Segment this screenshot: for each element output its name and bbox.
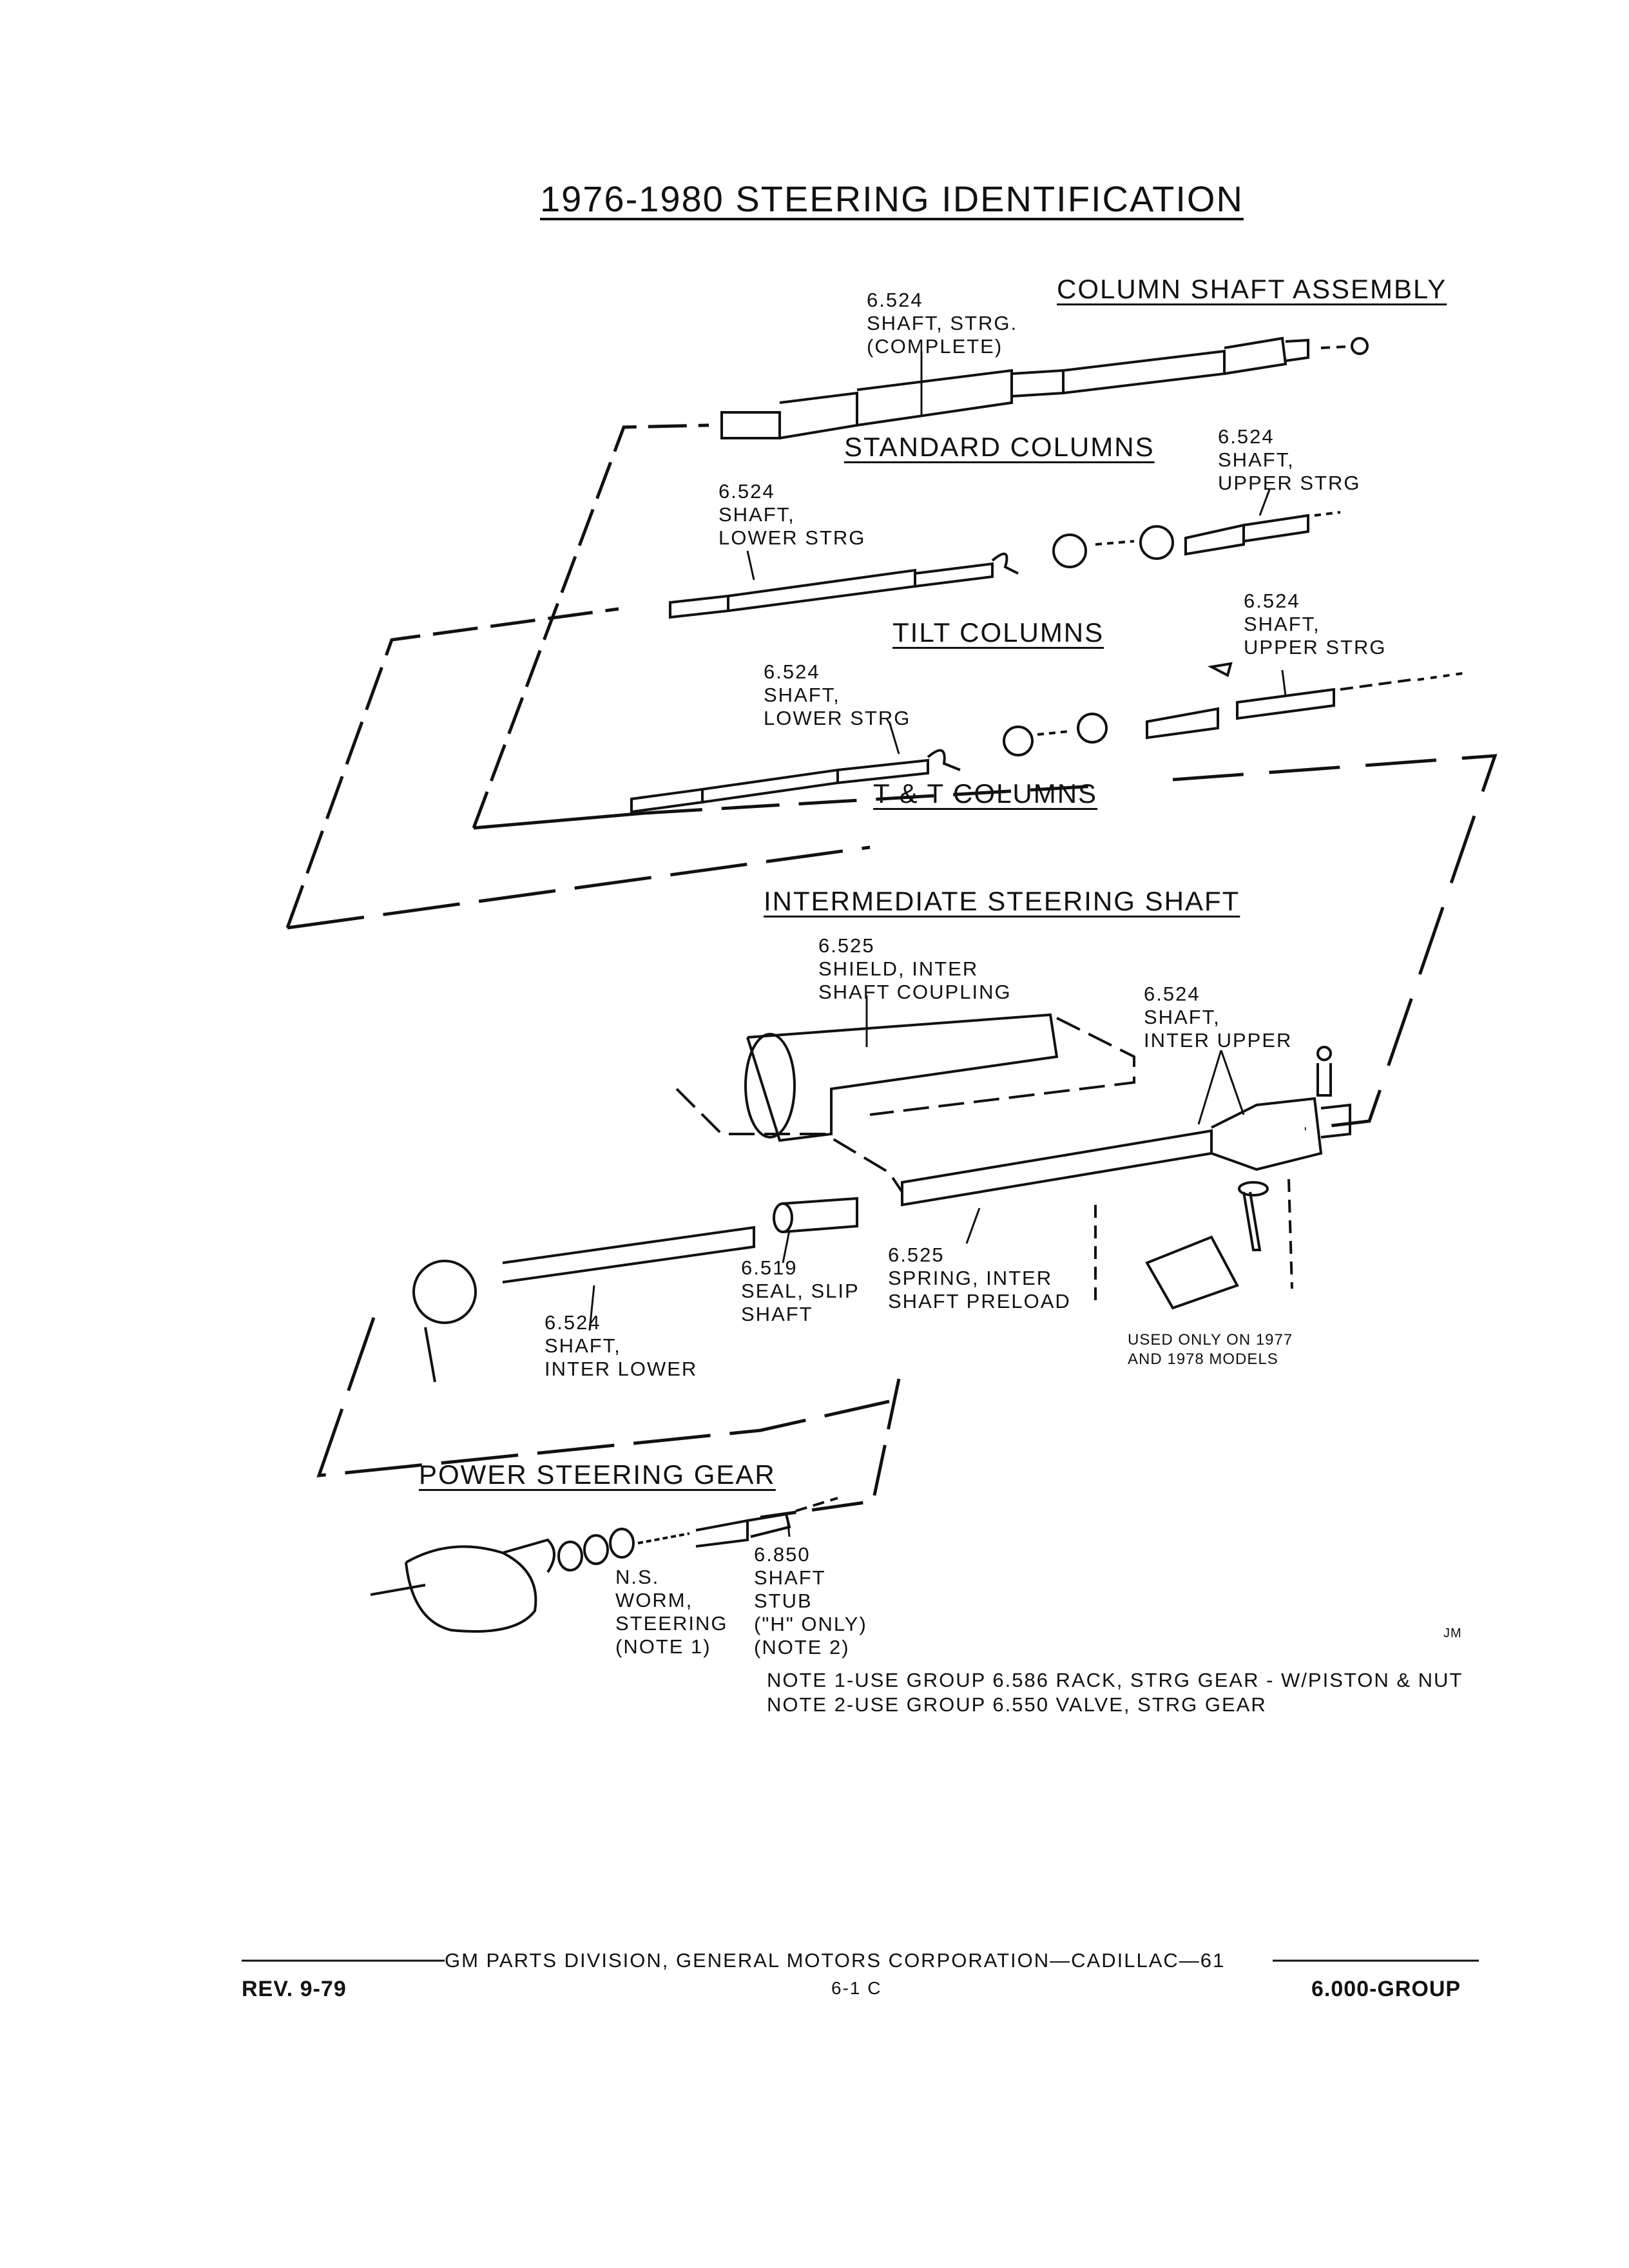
section-standard-columns: STANDARD COLUMNS: [844, 432, 1155, 462]
callout-shaft-complete: 6.524 SHAFT, STRG. (COMPLETE): [867, 289, 1018, 358]
section-power-steering-gear: POWER STEERING GEAR: [419, 1459, 776, 1490]
callout-inter-lower-shaft: 6.524 SHAFT, INTER LOWER: [545, 1311, 698, 1380]
footer-division: GM PARTS DIVISION, GENERAL MOTORS CORPOR…: [445, 1949, 1226, 1972]
callout-arrows: [588, 351, 1287, 1537]
section-intermediate-steering-shaft: INTERMEDIATE STEERING SHAFT: [764, 886, 1240, 916]
callout-standard-lower-shaft: 6.524 SHAFT, LOWER STRG: [718, 480, 866, 549]
footer-page-number: 6-1 C: [831, 1978, 882, 1998]
power-steering-gear-drawing: [370, 1497, 838, 1633]
artist-mark: JM: [1443, 1626, 1462, 1640]
callout-worm: N.S. WORM, STEERING (NOTE 1): [615, 1566, 728, 1658]
callout-slip-seal: 6.519 SEAL, SLIP SHAFT: [741, 1256, 860, 1325]
intermediate-shaft-drawing: [412, 1013, 1351, 1383]
callout-tilt-lower-shaft: 6.524 SHAFT, LOWER STRG: [764, 660, 911, 729]
footer-group: 6.000-GROUP: [1311, 1977, 1461, 2001]
section-t-and-t-columns: T & T COLUMNS: [873, 778, 1098, 809]
note-1: NOTE 1-USE GROUP 6.586 RACK, STRG GEAR -…: [767, 1669, 1463, 1691]
callout-inter-upper-shaft: 6.524 SHAFT, INTER UPPER: [1144, 983, 1293, 1052]
callout-tilt-upper-shaft: 6.524 SHAFT, UPPER STRG: [1244, 590, 1387, 658]
callout-standard-upper-shaft: 6.524 SHAFT, UPPER STRG: [1218, 425, 1361, 494]
callout-used-only: USED ONLY ON 1977 AND 1978 MODELS: [1128, 1331, 1293, 1368]
callout-shaft-stub: 6.850 SHAFT STUB ("H" ONLY) (NOTE 2): [754, 1543, 867, 1658]
section-tilt-columns: TILT COLUMNS: [892, 617, 1104, 648]
leader-bracket-column: [472, 423, 709, 829]
leader-bracket-tilt: [287, 754, 1498, 1131]
section-column-shaft-assembly: COLUMN SHAFT ASSEMBLY: [1057, 274, 1447, 304]
page-title: 1976-1980 STEERING IDENTIFICATION: [540, 178, 1244, 219]
standard-columns-drawing: [669, 511, 1341, 619]
column-shaft-assembly-drawing: [720, 336, 1369, 439]
tilt-columns-drawing: [630, 662, 1463, 814]
leader-bracket-intermediate: [316, 1317, 901, 1519]
callout-shield-coupling: 6.525 SHIELD, INTER SHAFT COUPLING: [818, 934, 1012, 1003]
footer-revision: REV. 9-79: [242, 1977, 347, 2001]
note-2: NOTE 2-USE GROUP 6.550 VALVE, STRG GEAR: [767, 1693, 1267, 1716]
leader-bracket-standard: [285, 607, 619, 928]
callout-preload-spring: 6.525 SPRING, INTER SHAFT PRELOAD: [888, 1244, 1071, 1312]
